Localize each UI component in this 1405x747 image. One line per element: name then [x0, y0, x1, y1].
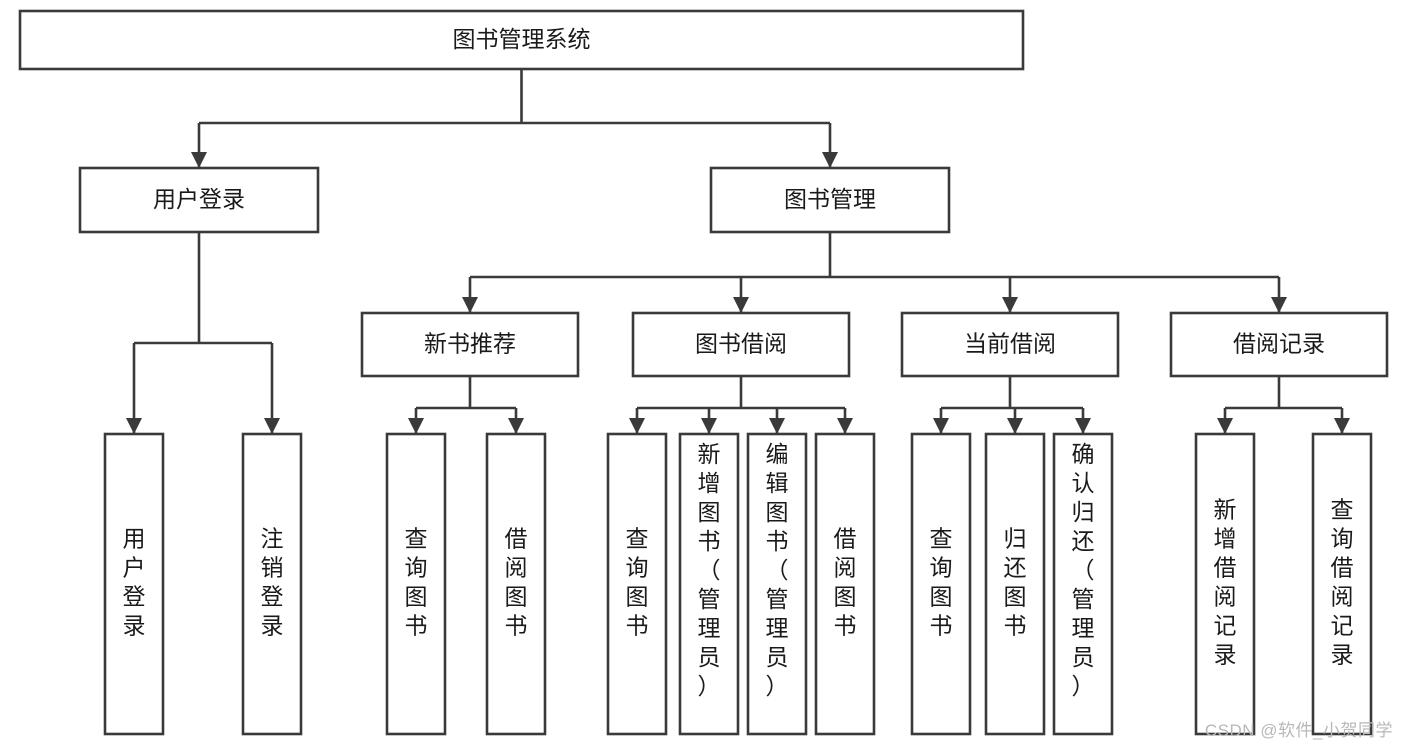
node-label: 注销登录	[261, 526, 284, 639]
node-label: 查询借阅记录	[1331, 497, 1354, 668]
node-box	[910, 432, 972, 736]
node-book-borrow[interactable]: 图书借阅	[631, 311, 851, 378]
node-label: 新增借阅记录	[1214, 497, 1237, 668]
node-label: 查询图书	[405, 526, 428, 639]
edge-group-new-book-recommend	[408, 376, 524, 434]
arrow-head-icon	[1271, 297, 1287, 313]
node-label: 借阅图书	[505, 526, 528, 639]
arrow-head-icon	[408, 418, 424, 434]
node-box	[78, 166, 320, 234]
arrow-head-icon	[822, 152, 838, 168]
node-box	[1169, 311, 1389, 378]
node-box	[18, 9, 1025, 71]
arrow-head-icon	[629, 418, 645, 434]
edge-group-current-borrow	[933, 376, 1091, 434]
node-label: 借阅图书	[834, 526, 857, 639]
node-box	[485, 432, 547, 736]
node-label: 查询图书	[930, 526, 953, 639]
node-label: 图书管理系统	[453, 26, 591, 52]
node-label: 借阅记录	[1233, 331, 1325, 357]
edge-group-root	[191, 69, 838, 168]
node-box	[103, 432, 165, 736]
arrow-head-icon	[1002, 297, 1018, 313]
nodes-layer: 图书管理系统用户登录图书管理新书推荐图书借阅当前借阅借阅记录用户登录注销登录查询…	[18, 9, 1389, 736]
node-box	[241, 432, 303, 736]
edge-group-book-manage	[462, 232, 1287, 313]
node-label: 编辑图书（管理员）	[766, 441, 789, 699]
edge-group-borrow-record	[1217, 376, 1350, 434]
node-box	[1194, 432, 1256, 736]
arrow-head-icon	[933, 418, 949, 434]
node-root[interactable]: 图书管理系统	[18, 9, 1025, 71]
node-label: 用户登录	[123, 526, 146, 639]
node-leaf-return-book[interactable]: 归还图书	[984, 432, 1046, 736]
node-box	[606, 432, 668, 736]
arrow-head-icon	[733, 297, 749, 313]
arrow-head-icon	[1334, 418, 1350, 434]
node-box	[678, 432, 740, 736]
arrow-head-icon	[508, 418, 524, 434]
node-box	[385, 432, 447, 736]
arrow-head-icon	[837, 418, 853, 434]
edges-layer	[126, 69, 1350, 434]
node-box	[746, 432, 808, 736]
node-leaf-query-book-2[interactable]: 查询图书	[606, 432, 668, 736]
node-user-login[interactable]: 用户登录	[78, 166, 320, 234]
node-label: 确认归还（管理员）	[1072, 441, 1095, 699]
node-label: 用户登录	[153, 186, 245, 212]
node-box	[984, 432, 1046, 736]
node-box	[631, 311, 851, 378]
node-label: 当前借阅	[964, 331, 1056, 357]
node-box	[900, 311, 1120, 378]
arrow-head-icon	[701, 418, 717, 434]
node-leaf-add-book[interactable]: 新增图书（管理员）	[678, 432, 740, 736]
node-label: 新增图书（管理员）	[698, 441, 721, 699]
node-box	[1311, 432, 1373, 736]
node-label: 图书借阅	[695, 331, 787, 357]
node-leaf-query-book-3[interactable]: 查询图书	[910, 432, 972, 736]
arrow-head-icon	[769, 418, 785, 434]
node-leaf-confirm-return[interactable]: 确认归还（管理员）	[1052, 432, 1114, 736]
node-leaf-borrow-book-2[interactable]: 借阅图书	[814, 432, 876, 736]
node-leaf-borrow-book-1[interactable]: 借阅图书	[485, 432, 547, 736]
arrow-head-icon	[191, 152, 207, 168]
node-book-manage[interactable]: 图书管理	[709, 166, 951, 234]
node-borrow-record[interactable]: 借阅记录	[1169, 311, 1389, 378]
node-box	[1052, 432, 1114, 736]
node-box	[814, 432, 876, 736]
node-current-borrow[interactable]: 当前借阅	[900, 311, 1120, 378]
arrow-head-icon	[1075, 418, 1091, 434]
node-leaf-query-record[interactable]: 查询借阅记录	[1311, 432, 1373, 736]
arrow-head-icon	[264, 418, 280, 434]
node-label: 图书管理	[784, 186, 876, 212]
node-label: 归还图书	[1004, 526, 1027, 639]
node-label: 新书推荐	[424, 331, 516, 357]
node-box	[709, 166, 951, 234]
node-leaf-logout[interactable]: 注销登录	[241, 432, 303, 736]
node-leaf-query-book-1[interactable]: 查询图书	[385, 432, 447, 736]
node-new-book-recommend[interactable]: 新书推荐	[360, 311, 580, 378]
arrow-head-icon	[126, 418, 142, 434]
node-leaf-edit-book[interactable]: 编辑图书（管理员）	[746, 432, 808, 736]
node-box	[360, 311, 580, 378]
node-leaf-add-record[interactable]: 新增借阅记录	[1194, 432, 1256, 736]
edge-group-book-borrow	[629, 376, 853, 434]
edge-group-user-login	[126, 232, 280, 434]
node-leaf-user-login[interactable]: 用户登录	[103, 432, 165, 736]
arrow-head-icon	[1007, 418, 1023, 434]
arrow-head-icon	[462, 297, 478, 313]
node-label: 查询图书	[626, 526, 649, 639]
arrow-head-icon	[1217, 418, 1233, 434]
